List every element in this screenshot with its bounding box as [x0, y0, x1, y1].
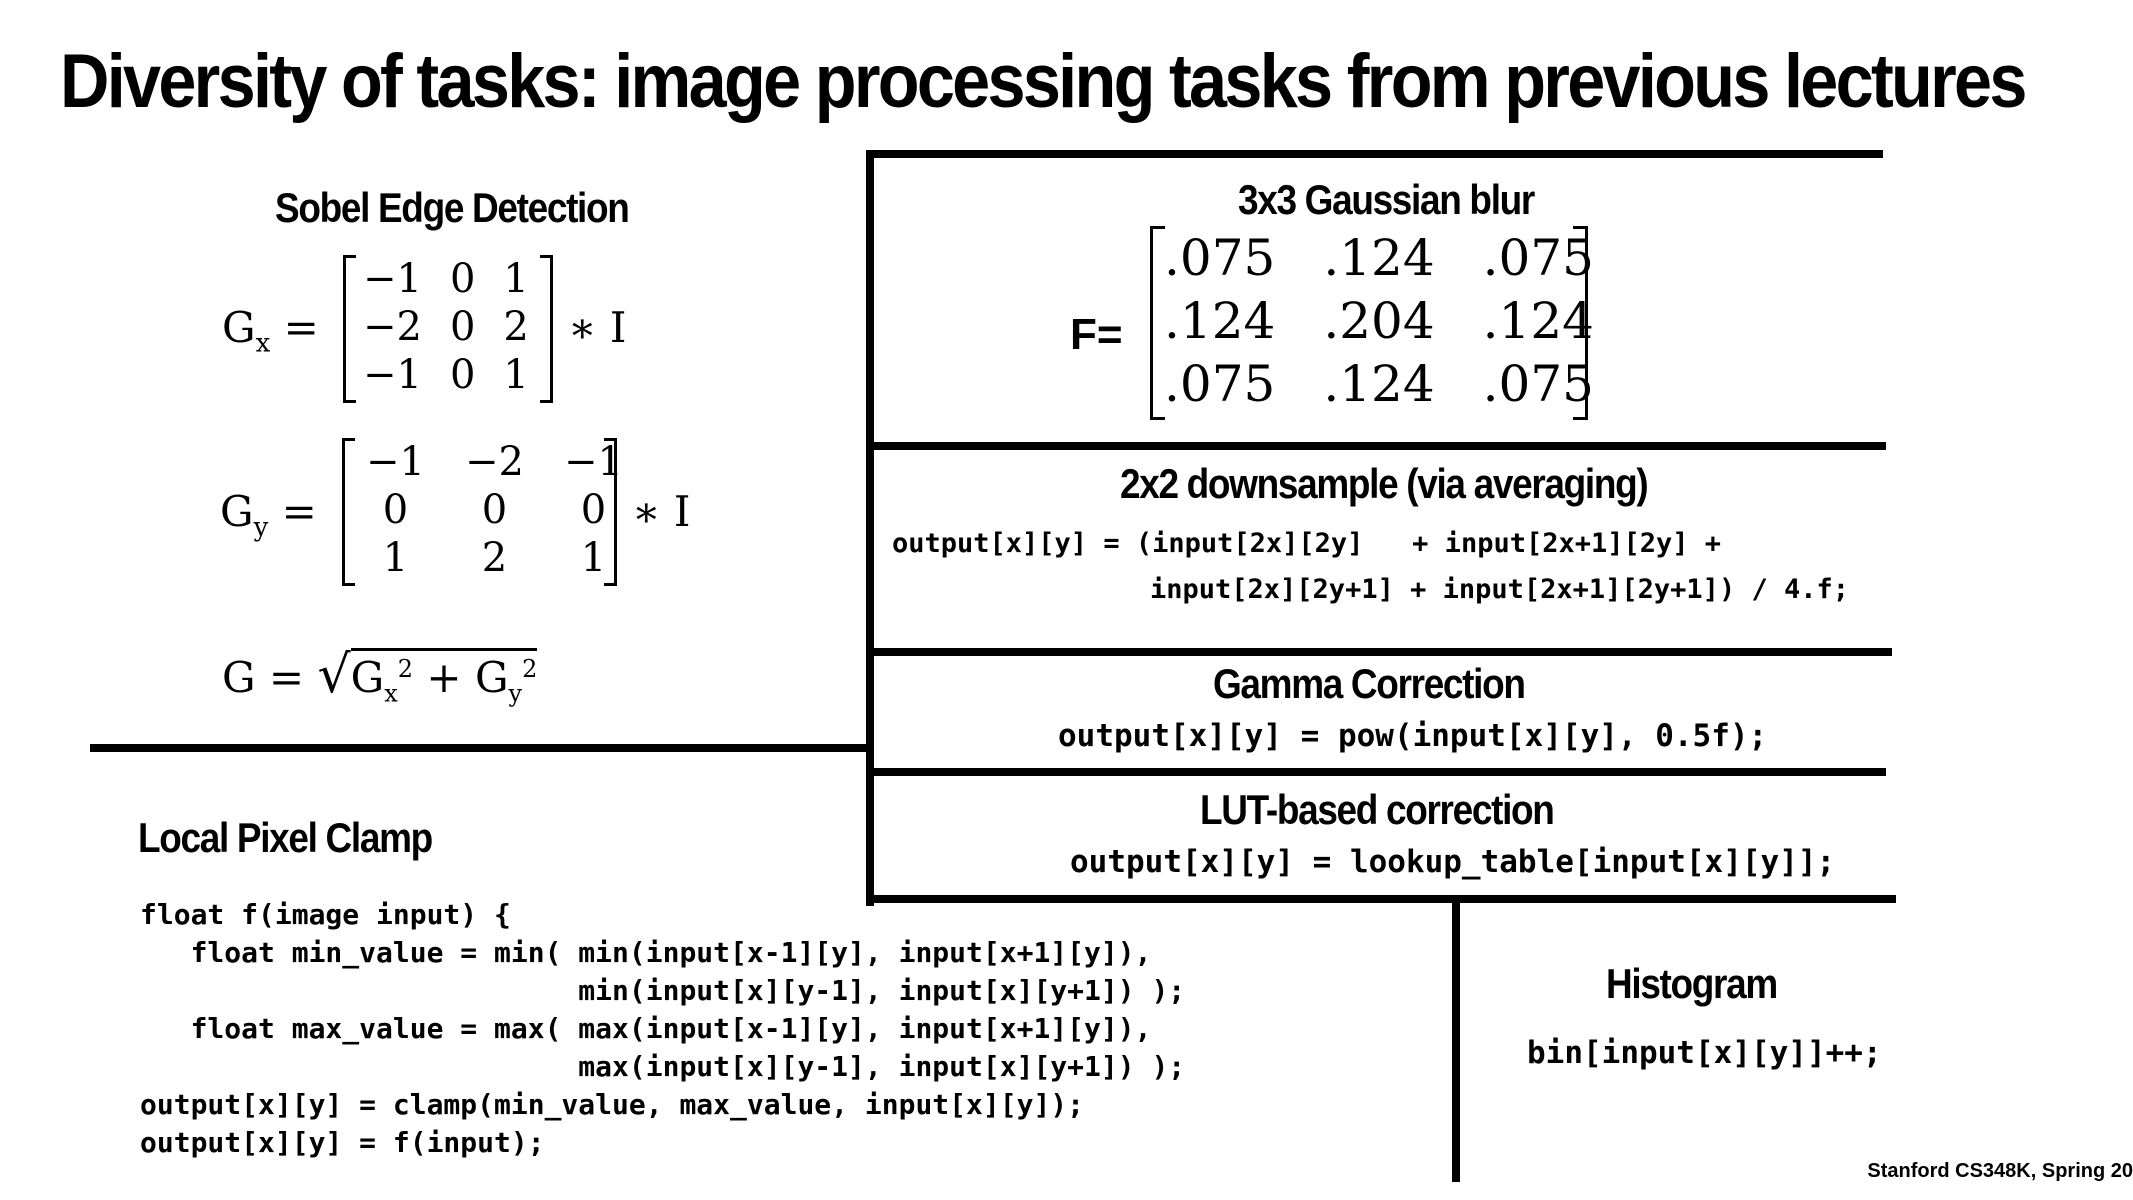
clamp-code-line: max(input[x][y-1], input[x][y+1]) ); — [140, 1050, 1186, 1083]
gaussian-matrix: .075.124.075 .124.204.124 .075.124.075 — [1150, 226, 1594, 420]
gamma-heading: Gamma Correction — [1213, 660, 1526, 707]
clamp-code-line: output[x][y] = clamp(min_value, max_valu… — [140, 1088, 1085, 1121]
clamp-code-line: min(input[x][y-1], input[x][y+1]) ); — [140, 974, 1186, 1007]
gy-conv: ∗ I — [632, 487, 691, 536]
g-magnitude: G = √Gx2 + Gy2 — [222, 645, 538, 708]
lut-heading: LUT-based correction — [1200, 786, 1555, 833]
clamp-code-line: float f(image input) { — [140, 898, 511, 931]
sqrt-symbol: √ — [317, 645, 351, 705]
gamma-code: output[x][y] = pow(input[x][y], 0.5f); — [1058, 718, 1768, 754]
clamp-code-line: output[x][y] = f(input); — [140, 1126, 545, 1159]
clamp-heading: Local Pixel Clamp — [138, 814, 433, 861]
divider-left-horizontal — [90, 744, 870, 752]
clamp-code-line: float min_value = min( min(input[x-1][y]… — [140, 936, 1152, 969]
divider-downsample-bottom — [866, 648, 1892, 656]
downsample-code-line1: output[x][y] = (input[2x][2y] + input[2x… — [892, 528, 1722, 559]
gx-conv: ∗ I — [568, 303, 627, 352]
divider-histogram-vertical — [1452, 900, 1460, 1182]
gaussian-f-label: F= — [1070, 310, 1123, 359]
histogram-code: bin[input[x][y]]++; — [1527, 1035, 1882, 1071]
gaussian-heading: 3x3 Gaussian blur — [1238, 176, 1535, 223]
gx-label: Gx = — [222, 303, 319, 359]
divider-vertical-main — [866, 150, 874, 906]
clamp-code-line: float max_value = max( max(input[x-1][y]… — [140, 1012, 1152, 1045]
divider-gaussian-bottom — [866, 442, 1886, 450]
divider-gamma-bottom — [866, 768, 1886, 776]
clamp-code-block: float f(image input) { float min_value =… — [140, 896, 1185, 1162]
slide-title: Diversity of tasks: image processing tas… — [60, 39, 2027, 124]
histogram-heading: Histogram — [1606, 960, 1778, 1007]
course-footer: Stanford CS348K, Spring 20 — [1867, 1160, 2133, 1182]
divider-top-right — [866, 150, 1883, 158]
downsample-heading: 2x2 downsample (via averaging) — [1120, 460, 1649, 507]
sobel-heading: Sobel Edge Detection — [275, 184, 630, 231]
downsample-code-line2: input[2x][2y+1] + input[2x+1][2y+1]) / 4… — [1150, 574, 1849, 605]
divider-lut-bottom — [866, 895, 1896, 903]
gy-label: Gy = — [220, 487, 317, 543]
lut-code: output[x][y] = lookup_table[input[x][y]]… — [1070, 844, 1836, 880]
